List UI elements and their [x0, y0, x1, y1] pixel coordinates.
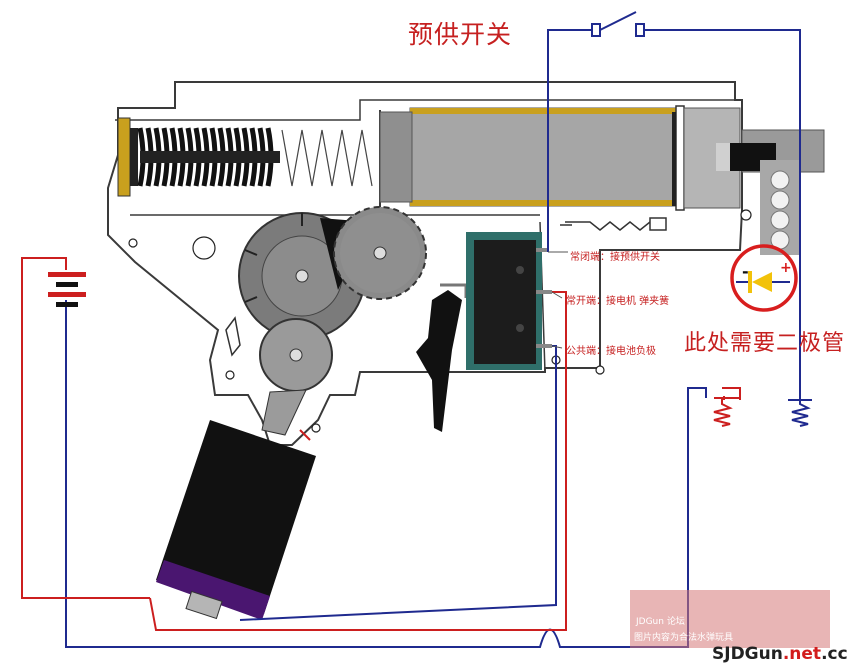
pre-switch-label: 预供开关	[408, 20, 513, 49]
battery-symbol	[48, 272, 86, 307]
brand-tail: .cc	[821, 644, 848, 664]
red-spring-contact	[713, 397, 740, 427]
nc-terminal-label: 常闭端：接预供开关	[570, 252, 660, 263]
brand-accent: .net	[782, 644, 822, 664]
cylinder	[379, 105, 741, 211]
screw-holes	[128, 209, 752, 433]
motor	[156, 420, 316, 620]
watermark-line2: 图片内容为合法水弹玩具	[634, 633, 734, 643]
spur-gear	[333, 206, 427, 300]
common-terminal-label: 公共端：接电池负极	[566, 346, 656, 357]
spring-guide	[117, 117, 373, 197]
bb-column	[760, 160, 800, 255]
diode-callout	[730, 244, 798, 312]
pre-feed-switch-symbol	[591, 11, 645, 37]
blue-spring-contact	[788, 399, 812, 427]
brand-main: SJDGun	[712, 644, 783, 664]
diode-note-label: 此处需要二极管	[684, 331, 846, 356]
tappet-plate	[560, 217, 667, 231]
watermark-banner	[630, 590, 830, 648]
brand-watermark: SJDGun.net.cc	[712, 644, 848, 664]
watermark-line1: JDGun 论坛	[636, 617, 685, 627]
no-terminal-label: 常开端：接电机 弹夹簧	[566, 296, 670, 307]
red-wiring	[21, 257, 741, 631]
bevel-gear	[259, 318, 333, 436]
diode-minus-label: -	[742, 262, 749, 281]
micro-switch	[466, 232, 552, 370]
anti-reversal-latch	[225, 316, 241, 357]
terminal-leaders	[548, 251, 568, 349]
diode-plus-label: +	[780, 260, 792, 276]
trigger	[416, 283, 468, 432]
nozzle	[716, 129, 825, 173]
